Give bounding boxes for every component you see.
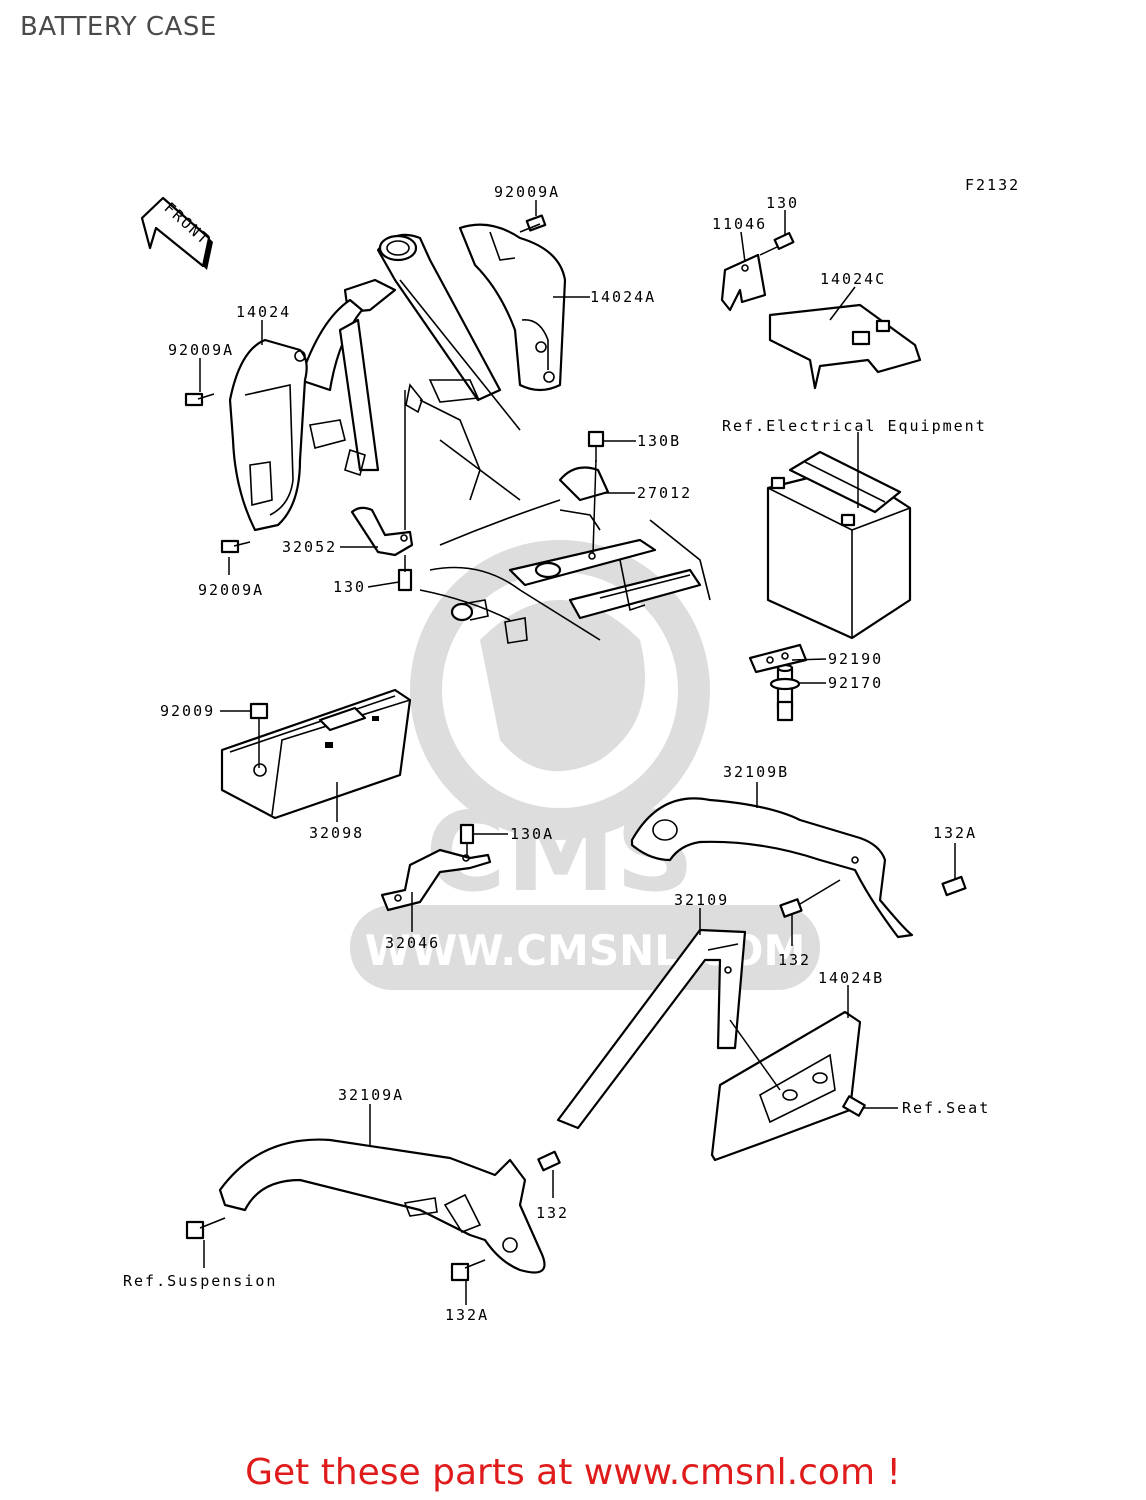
label-92009A-left: 92009A [168,341,234,359]
part-27012-clamp [558,459,610,560]
label-32109: 32109 [674,891,729,909]
front-arrow-icon: FRONT [140,196,214,270]
figure-code: F2132 [965,176,1020,194]
label-132-bottom: 132 [536,1204,569,1222]
part-labels: 92009A 14024A 14024 92009A 92009A 11046 … [123,183,990,1324]
part-11046-bracket [720,253,767,312]
bolt-132-bottom-icon [537,1150,561,1172]
label-130-mid: 130 [333,578,366,596]
part-32109-rail [556,928,747,1130]
bolt-92009A-top-icon [519,214,547,233]
part-14024A-cover [458,223,567,392]
label-130-top: 130 [766,194,799,212]
bolt-ref-suspension-icon [185,1217,226,1240]
cmsnl-watermark: CMS WWW.CMSNL.COM [350,540,820,990]
label-130A: 130A [510,825,554,843]
label-32046: 32046 [385,934,440,952]
bolt-132-mid-icon [779,879,841,918]
bolt-132A-bottom-icon [450,1259,486,1282]
bolt-92009A-left-icon [184,392,215,407]
part-14024C-cover [768,303,922,390]
label-ref-seat: Ref.Seat [902,1099,990,1117]
part-32098-battery-case [220,688,412,820]
label-14024A: 14024A [590,288,656,306]
label-14024: 14024 [236,303,291,321]
part-32109B-rail [630,797,914,939]
label-92190: 92190 [828,650,883,668]
label-32098: 32098 [309,824,364,842]
bolt-92009A-bottom-icon [220,539,251,554]
part-32046-bracket [380,848,492,912]
label-130B: 130B [637,432,681,450]
label-32052: 32052 [282,538,337,556]
label-ref-suspension: Ref.Suspension [123,1272,277,1290]
label-132-mid: 132 [778,951,811,969]
leader-lines [199,200,956,1305]
part-14024B-cover [710,1010,862,1162]
part-92190-92170-breather [748,643,808,722]
bolt-ref-seat-icon [842,1095,866,1117]
label-92009A-bottom: 92009A [198,581,264,599]
part-32109A-rail [218,1138,546,1274]
bolt-130-top-icon [759,231,795,256]
label-14024B: 14024B [818,969,884,987]
label-ref-electrical-equipment: Ref.Electrical Equipment [722,417,987,435]
label-132A-right: 132A [933,824,977,842]
label-27012: 27012 [637,484,692,502]
bolt-132A-right-icon [941,875,967,897]
label-32109A: 32109A [338,1086,404,1104]
part-14024-cover [228,338,308,532]
battery-tray-frame [419,499,711,644]
bolt-130-mid-icon [397,555,413,592]
frame-tube-assembly [298,233,521,501]
label-11046: 11046 [712,215,767,233]
label-32109B: 32109B [723,763,789,781]
footer-link[interactable]: Get these parts at www.cmsnl.com ! [245,1452,901,1493]
battery [766,450,912,640]
page-title: BATTERY CASE [20,12,217,42]
bolt-130B-icon [587,430,605,462]
label-14024C: 14024C [820,270,886,288]
label-92009: 92009 [160,702,215,720]
part-32052-bracket [350,390,414,557]
label-92170: 92170 [828,674,883,692]
bolt-92009-icon [249,702,269,768]
label-92009A-top: 92009A [494,183,560,201]
label-132A-bottom: 132A [445,1306,489,1324]
